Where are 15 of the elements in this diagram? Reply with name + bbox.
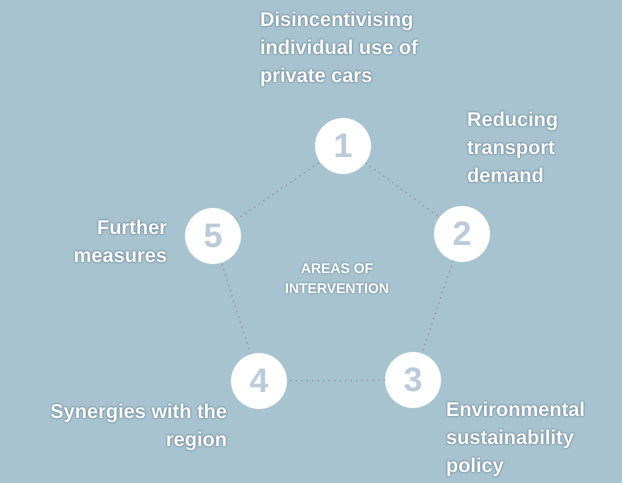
step-number: 1 [334,129,352,163]
dotted-connector [365,162,440,218]
step-number: 5 [204,219,222,253]
step-number: 4 [250,364,268,398]
dotted-connector [287,379,385,382]
step-number: 3 [404,363,422,397]
step-number: 2 [452,217,472,251]
dotted-connector [220,262,252,355]
dotted-connector [236,161,320,221]
area-description: Disincentivising individual use of private cars [260,8,419,89]
area-description: Reducing transport demand [467,108,560,189]
area-description: Further measures [72,216,167,269]
area-description: Environmental sustainability policy [446,398,586,479]
center-heading: AREAS OF INTERVENTION [284,259,390,298]
area-description: Synergies with the region [49,400,227,453]
